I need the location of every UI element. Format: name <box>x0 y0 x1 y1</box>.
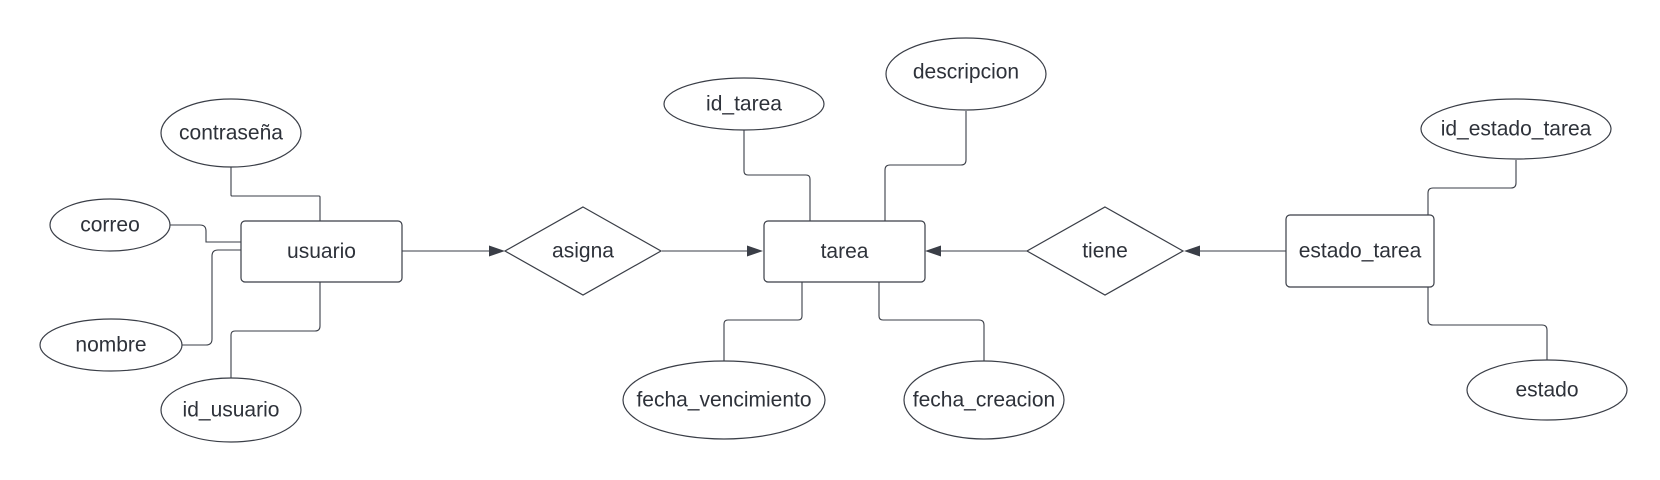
attribute-ellipse <box>160 98 302 168</box>
connector-nombre-usuario <box>181 249 241 346</box>
attribute-correo[interactable]: correo <box>49 198 171 252</box>
relationship-label: tiene <box>1082 240 1128 263</box>
entity-box <box>763 220 926 283</box>
entity-label: usuario <box>287 240 356 263</box>
arrowhead-tiene <box>1184 245 1200 257</box>
attribute-label: id_estado_tarea <box>1441 118 1592 141</box>
attribute-contrasena[interactable]: contraseña <box>160 98 302 168</box>
entity-estado-tarea[interactable]: estado_tarea <box>1285 214 1435 288</box>
attribute-fecha-creacion[interactable]: fecha_creacion <box>903 360 1065 440</box>
attribute-id-tarea[interactable]: id_tarea <box>663 77 825 131</box>
arrowhead-asigna <box>489 245 505 257</box>
relationship-asigna[interactable]: asigna <box>503 206 663 296</box>
entity-label: tarea <box>821 240 869 263</box>
connector-fecha-creacion-tarea <box>878 282 985 362</box>
connector-correo-usuario <box>170 224 241 243</box>
entity-usuario[interactable]: usuario <box>240 220 403 283</box>
attribute-label: fecha_vencimiento <box>636 389 811 412</box>
connector-contrasena-usuario <box>230 167 321 221</box>
connector-id-estado-tarea-estado-tarea <box>1427 160 1517 215</box>
attribute-ellipse <box>885 37 1047 111</box>
attribute-label: contraseña <box>179 122 283 145</box>
connectors <box>170 111 1548 382</box>
attribute-label: nombre <box>75 334 146 357</box>
attribute-ellipse <box>622 360 826 440</box>
attribute-ellipse <box>1466 359 1628 421</box>
attribute-ellipse <box>49 198 171 252</box>
attribute-nombre[interactable]: nombre <box>39 318 183 372</box>
connector-descripcion-tarea <box>884 111 967 221</box>
connector-estado-estado-tarea <box>1427 287 1548 361</box>
relationship-tiene[interactable]: tiene <box>1025 206 1185 296</box>
relationship-diamond <box>503 206 663 296</box>
attribute-fecha-vencimiento[interactable]: fecha_vencimiento <box>622 360 826 440</box>
attribute-ellipse <box>160 377 302 443</box>
attribute-label: descripcion <box>913 61 1019 84</box>
attribute-id-estado-tarea[interactable]: id_estado_tarea <box>1420 98 1612 160</box>
entity-label: estado_tarea <box>1299 240 1422 263</box>
relationship-diamond <box>1025 206 1185 296</box>
attribute-label: id_tarea <box>706 93 782 116</box>
attribute-ellipse <box>1420 98 1612 160</box>
attribute-label: id_usuario <box>183 399 280 422</box>
attribute-ellipse <box>663 77 825 131</box>
arrowhead-tarea-right <box>925 245 941 257</box>
attribute-ellipse <box>903 360 1065 440</box>
attribute-label: estado <box>1515 379 1578 402</box>
attribute-descripcion[interactable]: descripcion <box>885 37 1047 111</box>
entity-box <box>1285 214 1435 288</box>
connector-fecha-vencimiento-tarea <box>723 282 803 362</box>
attribute-id-usuario[interactable]: id_usuario <box>160 377 302 443</box>
attribute-label: correo <box>80 214 140 237</box>
entity-box <box>240 220 403 283</box>
connector-id-tarea-tarea <box>743 130 811 221</box>
connector-id-usuario-usuario <box>230 282 321 382</box>
entity-tarea[interactable]: tarea <box>763 220 926 283</box>
attribute-estado[interactable]: estado <box>1466 359 1628 421</box>
attribute-label: fecha_creacion <box>913 389 1055 412</box>
relationship-label: asigna <box>552 240 614 263</box>
arrowhead-tarea-left <box>747 245 763 257</box>
attribute-ellipse <box>39 318 183 372</box>
